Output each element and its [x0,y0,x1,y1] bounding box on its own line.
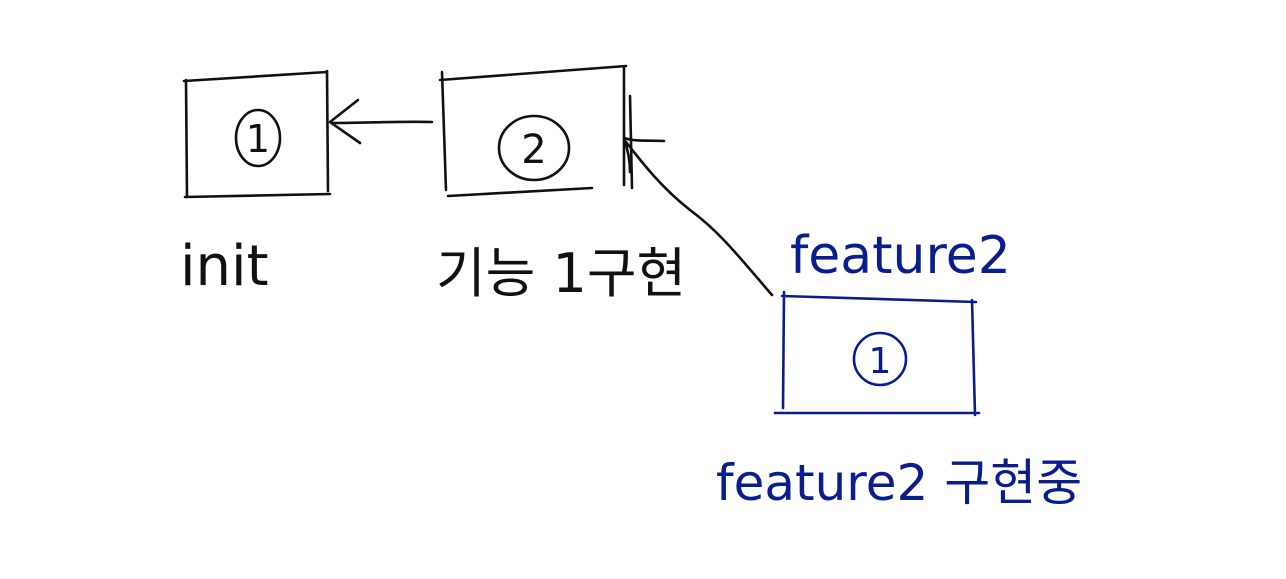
arrow-head [328,98,362,145]
commit-node-feature2: feature2 1 feature2 구현중 [716,226,1082,512]
commit-label-init: init [180,234,269,299]
edge-commit2-to-commit1 [328,98,434,145]
branch-label-feature2: feature2 [790,226,1011,286]
arrow-head [622,136,666,174]
edge-feature2-to-commit2 [622,136,774,297]
commit-number-circle-feature2 [852,331,908,387]
commit-number-2: 2 [521,127,546,173]
commit-box-feature2 [773,290,981,417]
commit-box-1 [182,69,332,199]
commit-number-circle-2 [497,114,571,182]
arrow-line [624,140,774,297]
commit-label-feature2-in-progress: feature2 구현중 [716,454,1082,512]
commit-number-circle-1 [234,108,282,168]
commit-node-2: 2 기능 1구현 [436,64,686,305]
commit-number-1: 1 [246,117,270,161]
commit-node-1: 1 init [180,69,332,299]
commit-label-feature1: 기능 1구현 [436,242,686,305]
arrow-line [330,120,434,125]
commit-box-2 [438,64,634,198]
commit-number-feature2: 1 [869,341,892,382]
